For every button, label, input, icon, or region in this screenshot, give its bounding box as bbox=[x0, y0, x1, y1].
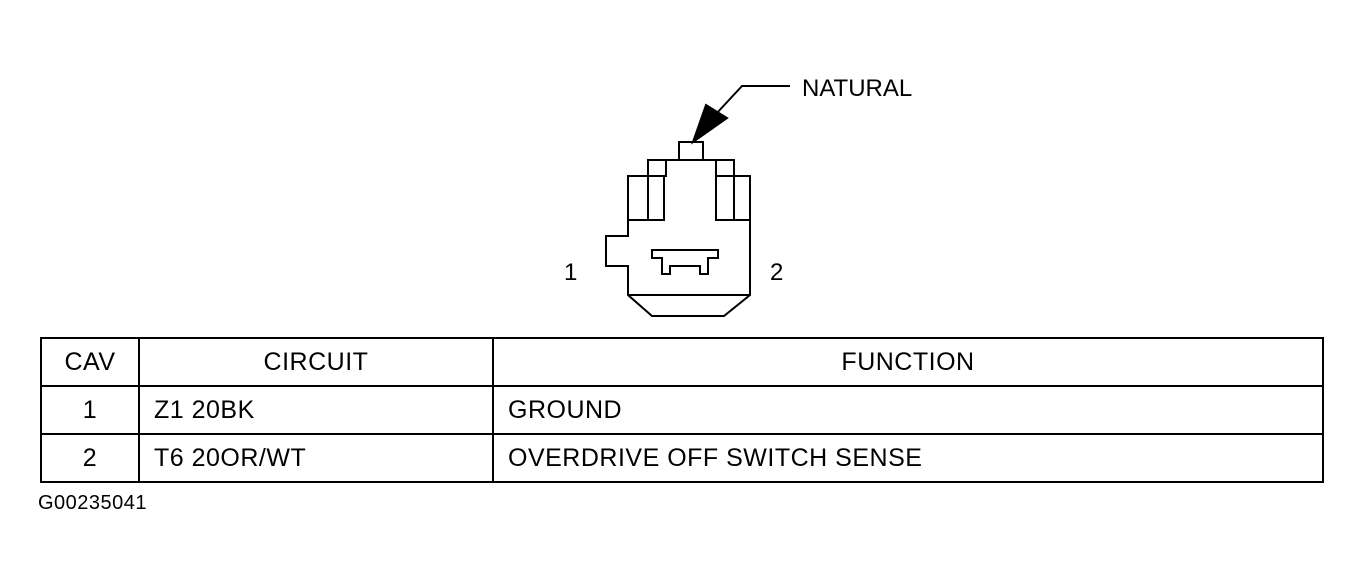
cell-function: OVERDRIVE OFF SWITCH SENSE bbox=[492, 433, 1324, 483]
pin-label-2: 2 bbox=[770, 259, 783, 286]
connector-color-label: NATURAL bbox=[802, 75, 912, 102]
table-row: 1 Z1 20BK GROUND bbox=[40, 385, 1324, 435]
header-function: FUNCTION bbox=[492, 337, 1324, 387]
color-leader-line bbox=[715, 85, 790, 115]
connector-rib-right-inner bbox=[715, 175, 735, 221]
connector-latch-nub bbox=[678, 141, 704, 161]
cell-circuit: T6 20OR/WT bbox=[138, 433, 494, 483]
header-circuit: CIRCUIT bbox=[138, 337, 494, 387]
connector-rib-left bbox=[627, 175, 649, 221]
cell-function: GROUND bbox=[492, 385, 1324, 435]
table-row: 2 T6 20OR/WT OVERDRIVE OFF SWITCH SENSE bbox=[40, 433, 1324, 483]
header-cav: CAV bbox=[40, 337, 140, 387]
connector-rib-right bbox=[733, 175, 751, 221]
color-leader-arrow bbox=[691, 103, 729, 145]
connector-shoulder-left bbox=[647, 159, 667, 177]
table-header-row: CAV CIRCUIT FUNCTION bbox=[40, 337, 1324, 387]
pinout-table: CAV CIRCUIT FUNCTION 1 Z1 20BK GROUND 2 … bbox=[40, 337, 1324, 483]
connector-rib-left-inner bbox=[647, 175, 665, 221]
connector-shoulder-right bbox=[715, 159, 735, 177]
cell-cav: 1 bbox=[40, 385, 140, 435]
cell-circuit: Z1 20BK bbox=[138, 385, 494, 435]
figure-id: G00235041 bbox=[38, 492, 148, 514]
connector-key-slot bbox=[651, 249, 719, 275]
cell-cav: 2 bbox=[40, 433, 140, 483]
pin-label-1: 1 bbox=[564, 259, 577, 286]
